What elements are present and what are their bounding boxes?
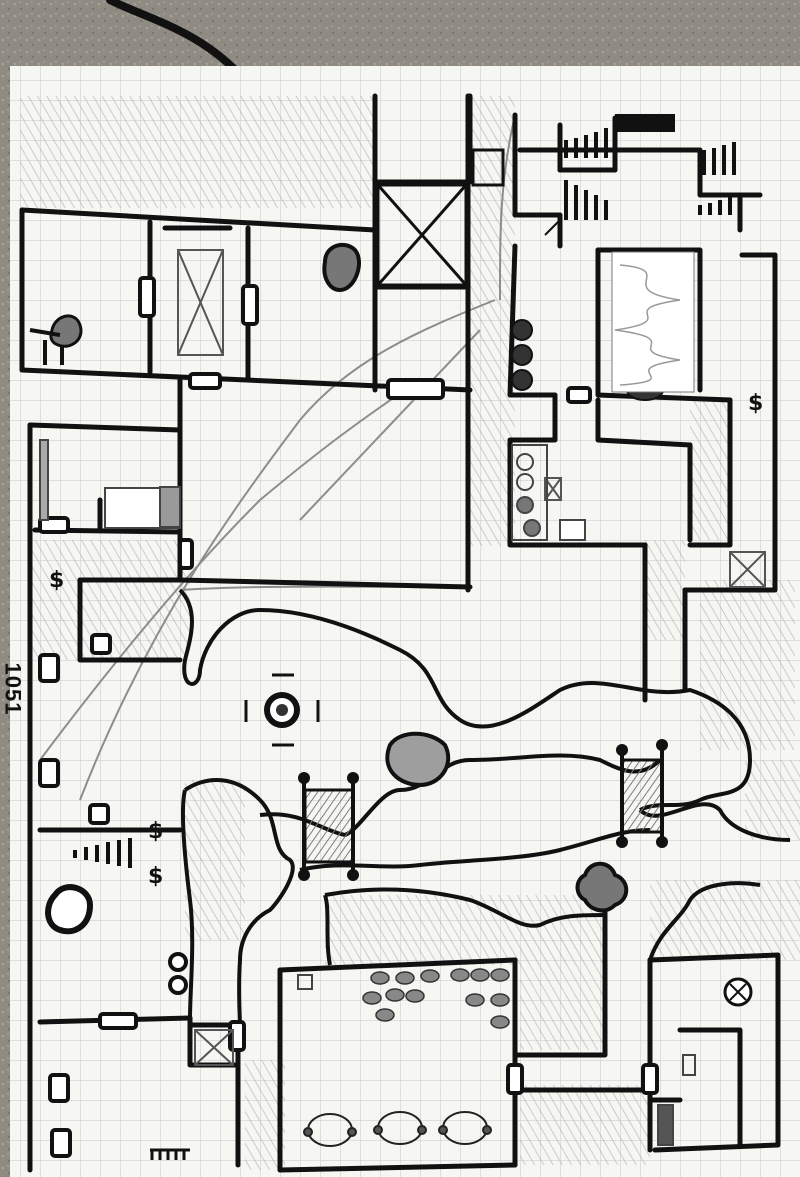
- shelf: [39, 439, 49, 521]
- barrel-icon: [511, 344, 533, 366]
- door-icon: [48, 1073, 70, 1103]
- tree-icon: [575, 861, 629, 913]
- dollar-icon: $: [148, 864, 163, 889]
- door-icon: [138, 276, 156, 318]
- door-icon: [178, 538, 194, 570]
- door-icon: [90, 633, 112, 655]
- door-icon: [38, 758, 60, 788]
- door-icon: [38, 516, 70, 534]
- stairs-icon: [702, 142, 736, 175]
- bridge-east: [616, 739, 668, 848]
- door-icon: [506, 1063, 524, 1095]
- barrel-icon: [511, 319, 533, 341]
- campfire: [244, 673, 320, 747]
- dollar-markers: $ $ $ $: [49, 391, 763, 889]
- page-number-label: 1051: [0, 662, 26, 716]
- barrels: [168, 319, 664, 995]
- door-icon: [188, 372, 222, 390]
- dollar-icon: $: [148, 819, 163, 844]
- kitchen-counter: [511, 444, 548, 541]
- crates: [177, 183, 766, 1066]
- bridge-west: [298, 772, 359, 881]
- door-icon: [641, 1063, 659, 1095]
- storage-pots: [362, 968, 510, 1029]
- tape-strip: [615, 114, 675, 132]
- door-icon: [50, 1128, 72, 1158]
- stairs-icon: [564, 128, 608, 158]
- barrel-icon: [511, 369, 533, 391]
- room-furniture: [39, 148, 696, 1146]
- rock-icon: [45, 884, 94, 935]
- dollar-icon: $: [49, 568, 64, 593]
- barrel-icon: [168, 975, 188, 995]
- tree-icon: [29, 314, 83, 365]
- stairs-icon: [698, 197, 732, 215]
- crate-icon: [177, 249, 224, 356]
- bridges: [298, 739, 668, 881]
- door-icon: [98, 1012, 138, 1030]
- table-icon: [438, 1111, 492, 1145]
- door-icon: [88, 803, 110, 825]
- rock-icon: [385, 731, 451, 788]
- pencil-paths: [39, 114, 516, 801]
- stairs-icon: [73, 838, 132, 868]
- rocks: [29, 242, 629, 935]
- shaded-areas: [20, 96, 800, 1170]
- door-icon: [38, 653, 60, 683]
- stairs-icon: [564, 180, 608, 220]
- stairs-icon: [150, 1148, 190, 1160]
- walls: [19, 93, 781, 1173]
- round-tables: [303, 1111, 492, 1147]
- desk: [159, 486, 181, 528]
- stove-icon: [723, 977, 753, 1007]
- door-icon: [386, 378, 445, 400]
- table-icon: [303, 1113, 357, 1147]
- dollar-icon: $: [748, 391, 763, 416]
- rock-icon: [322, 242, 361, 293]
- crate-icon: [376, 183, 468, 287]
- cable-icon: [106, 0, 249, 84]
- crate-icon: [194, 1029, 234, 1066]
- barrel-icon: [168, 952, 188, 972]
- door-icon: [566, 386, 592, 404]
- table-icon: [373, 1111, 427, 1145]
- door-icon: [241, 284, 259, 326]
- furnace: [611, 251, 695, 393]
- stairs: [73, 128, 736, 1160]
- crate-icon: [729, 551, 766, 588]
